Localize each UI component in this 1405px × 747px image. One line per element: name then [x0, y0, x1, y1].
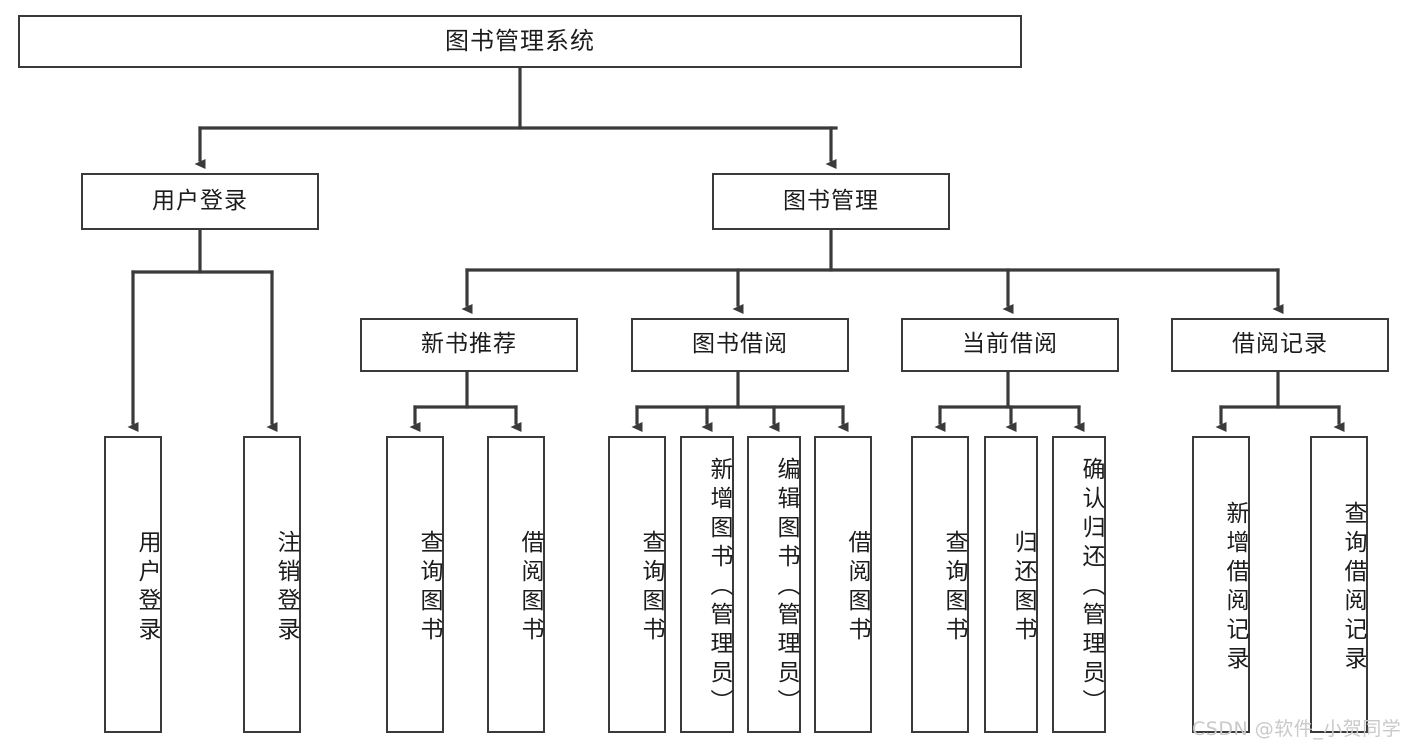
node-label: 图书管理系统: [445, 27, 595, 56]
leaf-borrow-book-new-book-rec[interactable]: 借阅图书: [487, 436, 545, 733]
leaf-edit-book-admin[interactable]: 编辑图书（管理员）: [747, 436, 801, 733]
node-label: 用户登录: [134, 529, 160, 646]
node-label: 新增借阅记录: [1222, 500, 1248, 675]
node-book-management[interactable]: 图书管理: [712, 173, 950, 230]
leaf-return-book[interactable]: 归还图书: [984, 436, 1038, 733]
node-label: 借阅图书: [517, 529, 543, 646]
node-label: 注销登录: [273, 529, 299, 646]
node-current-borrowing[interactable]: 当前借阅: [901, 318, 1119, 372]
leaf-user-login[interactable]: 用户登录: [104, 436, 162, 733]
node-label: 查询借阅记录: [1340, 500, 1366, 675]
leaf-query-borrow-record[interactable]: 查询借阅记录: [1310, 436, 1368, 733]
leaf-add-book-admin[interactable]: 新增图书（管理员）: [680, 436, 734, 733]
node-label: 查询图书: [941, 529, 967, 646]
node-label: 编辑图书（管理员）: [773, 457, 799, 718]
leaf-query-book-book-borrow[interactable]: 查询图书: [608, 436, 666, 733]
leaf-logout[interactable]: 注销登录: [243, 436, 301, 733]
node-label: 图书借阅: [692, 331, 788, 358]
node-new-book-recommendation[interactable]: 新书推荐: [360, 318, 578, 372]
node-label: 用户登录: [152, 187, 248, 214]
node-label: 查询图书: [638, 529, 664, 646]
leaf-query-book-current-borrow[interactable]: 查询图书: [911, 436, 969, 733]
node-label: 确认归还（管理员）: [1078, 457, 1104, 718]
leaf-borrow-book-book-borrow[interactable]: 借阅图书: [814, 436, 872, 733]
csdn-watermark: CSDN @软件_小贺同学: [1192, 718, 1402, 740]
node-label: 查询图书: [416, 529, 442, 646]
node-root-book-management-system[interactable]: 图书管理系统: [18, 15, 1022, 68]
leaf-confirm-return-admin[interactable]: 确认归还（管理员）: [1052, 436, 1106, 733]
node-label: 借阅记录: [1232, 331, 1328, 358]
node-label: 图书管理: [783, 187, 879, 214]
node-label: 归还图书: [1010, 529, 1036, 646]
node-label: 新书推荐: [421, 331, 517, 358]
leaf-add-borrow-record[interactable]: 新增借阅记录: [1192, 436, 1250, 733]
node-label: 当前借阅: [962, 331, 1058, 358]
node-user-login[interactable]: 用户登录: [81, 173, 319, 230]
node-label: 新增图书（管理员）: [706, 457, 732, 718]
leaf-query-book-new-book-rec[interactable]: 查询图书: [386, 436, 444, 733]
node-borrowing-records[interactable]: 借阅记录: [1171, 318, 1389, 372]
node-book-borrowing[interactable]: 图书借阅: [631, 318, 849, 372]
node-label: 借阅图书: [844, 529, 870, 646]
